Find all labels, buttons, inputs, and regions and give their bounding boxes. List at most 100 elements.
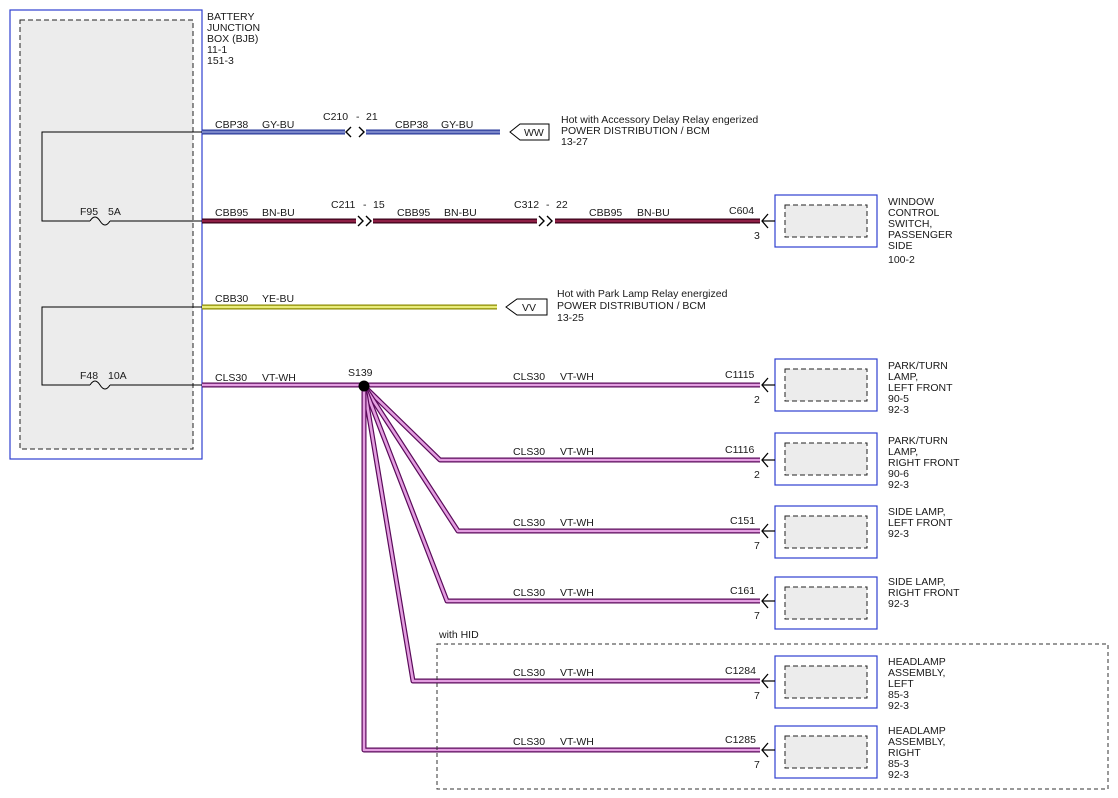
load-park-turn-right-label-line-2: LAMP, [888,446,918,458]
connector-park-turn-right-pin: 2 [754,469,760,481]
load-park-turn-left-label-line-3: LEFT FRONT [888,382,953,394]
reference-ww-line-2: POWER DISTRIBUTION / BCM [561,125,710,137]
wire-cls30-branch-c151 [361,384,760,534]
wire-side-right-name: CLS30 [513,587,545,599]
bjb-label-line-1: BATTERY [207,11,254,23]
load-park-turn-right-label-line-5: 92-3 [888,479,909,491]
window-switch-line-2: CONTROL [888,207,939,219]
connector-c210-sep: - [356,111,360,123]
load-headlamp-right-label-line-1: HEADLAMP [888,725,946,737]
load-headlamp-left-label-line-2: ASSEMBLY, [888,667,945,679]
load-park-turn-left-label-line-1: PARK/TURN [888,360,948,372]
reference-ww[interactable]: WW Hot with Accessory Delay Relay engeri… [509,114,758,148]
bjb-label-line-5: 151-3 [207,55,234,67]
window-control-switch[interactable]: C604 3 WINDOW CONTROL SWITCH, PASSENGER … [729,194,953,266]
wire-headlamp-left-name: CLS30 [513,667,545,679]
load-park-turn-left-label-line-2: LAMP, [888,371,918,383]
connector-headlamp-left-label: C1284 [725,665,756,677]
load-side-left-label-line-1: SIDE LAMP, [888,506,946,518]
window-switch-line-6: 100-2 [888,254,915,266]
fuse-f95[interactable]: F95 5A [80,206,121,226]
load-side-right-label-line-1: SIDE LAMP, [888,576,946,588]
wire-cbb30-name: CBB30 [215,293,248,305]
window-switch-line-4: PASSENGER [888,229,953,241]
wire-cbb95-c-color: BN-BU [637,207,670,219]
fuse-f48-rating: 10A [108,370,127,382]
wire-cbb95-b-name: CBB95 [397,207,430,219]
fuse-f48[interactable]: F48 10A [80,370,127,390]
window-switch-line-1: WINDOW [888,196,934,208]
wire-cls30-branch-c161 [361,385,760,604]
reference-ww-line-3: 13-27 [561,136,588,148]
load-headlamp-right[interactable] [774,725,878,779]
wire-headlamp-right-color: VT-WH [560,736,594,748]
connector-park-turn-right-label: C1116 [725,444,755,456]
connector-side-left-pin: 7 [754,540,760,552]
connector-c312-label: C312 [514,199,539,211]
load-side-right[interactable] [774,576,878,630]
wire-park-turn-left-color: VT-WH [560,371,594,383]
connector-c312-sep: - [546,199,550,211]
load-park-turn-right-label-line-1: PARK/TURN [888,435,948,447]
connector-headlamp-right-pin: 7 [754,759,760,771]
load-headlamp-right-label-line-5: 92-3 [888,769,909,781]
connector-c211[interactable]: C211 - 15 [331,199,385,227]
load-side-left-label-line-2: LEFT FRONT [888,517,953,529]
wire-cbb95-a-name: CBB95 [215,207,248,219]
reference-ww-line-1: Hot with Accessory Delay Relay engerized [561,114,758,126]
wire-headlamp-left-color: VT-WH [560,667,594,679]
load-headlamp-left-label-line-5: 92-3 [888,700,909,712]
bjb-internal-wire-top [41,131,202,222]
load-park-turn-right-label-line-4: 90-6 [888,468,909,480]
connector-c312-pin: 22 [556,199,568,211]
load-headlamp-left-label-line-1: HEADLAMP [888,656,946,668]
reference-vv-line-3: 13-25 [557,312,584,324]
connector-c604-pin: 3 [754,230,760,242]
wire-park-turn-right-name: CLS30 [513,446,545,458]
wire-side-left-color: VT-WH [560,517,594,529]
connector-c312[interactable]: C312 - 22 [514,199,568,227]
connector-side-left-label: C151 [730,515,755,527]
load-park-turn-right[interactable] [774,432,878,486]
fuse-f95-rating: 5A [108,206,121,218]
load-headlamp-right-label-line-3: RIGHT [888,747,921,759]
fuse-f48-label: F48 [80,370,98,382]
connector-headlamp-right-label: C1285 [725,734,756,746]
load-side-left[interactable] [774,505,878,559]
wire-cls30-branch-c1285 [361,386,760,753]
wire-cls30-main-name: CLS30 [215,372,247,384]
load-headlamp-left[interactable] [774,655,878,709]
load-side-right-label-line-3: 92-3 [888,598,909,610]
splice-s139-label: S139 [348,367,373,379]
connector-park-turn-left-pin: 2 [754,394,760,406]
connector-c210-label: C210 [323,111,348,123]
battery-junction-box[interactable]: BATTERY JUNCTION BOX (BJB) 11-1 151-3 [9,9,260,460]
reference-vv[interactable]: VV Hot with Park Lamp Relay energized PO… [505,288,728,324]
hid-option-frame [436,643,1109,790]
connector-headlamp-left-pin: 7 [754,690,760,702]
connector-c604-label: C604 [729,205,754,217]
wire-cbp38-left-name: CBP38 [215,119,248,131]
connector-side-right-pin: 7 [754,610,760,622]
reference-vv-line-1: Hot with Park Lamp Relay energized [557,288,728,300]
wire-cbp38-left-color: GY-BU [262,119,294,131]
reference-vv-tag: VV [522,302,536,314]
wire-layer [202,129,760,753]
wire-cls30-branch-c1284 [361,385,760,684]
load-park-turn-left[interactable] [774,358,878,412]
bjb-internal-wire-bottom [41,306,202,386]
reference-vv-line-2: POWER DISTRIBUTION / BCM [557,300,706,312]
load-headlamp-left-label-line-4: 85-3 [888,689,909,701]
wire-cbb30-color: YE-BU [262,293,294,305]
wire-side-right-color: VT-WH [560,587,594,599]
wire-headlamp-right-name: CLS30 [513,736,545,748]
wire-cls30-main-color: VT-WH [262,372,296,384]
connector-c210[interactable]: C210 - 21 [323,111,378,138]
bjb-label-line-3: BOX (BJB) [207,33,258,45]
connector-c210-pin: 21 [366,111,378,123]
load-headlamp-left-label-line-3: LEFT [888,678,914,690]
bjb-label-line-2: JUNCTION [207,22,260,34]
splice-s139[interactable]: S139 [348,367,373,392]
wire-cbb95-b-color: BN-BU [444,207,477,219]
